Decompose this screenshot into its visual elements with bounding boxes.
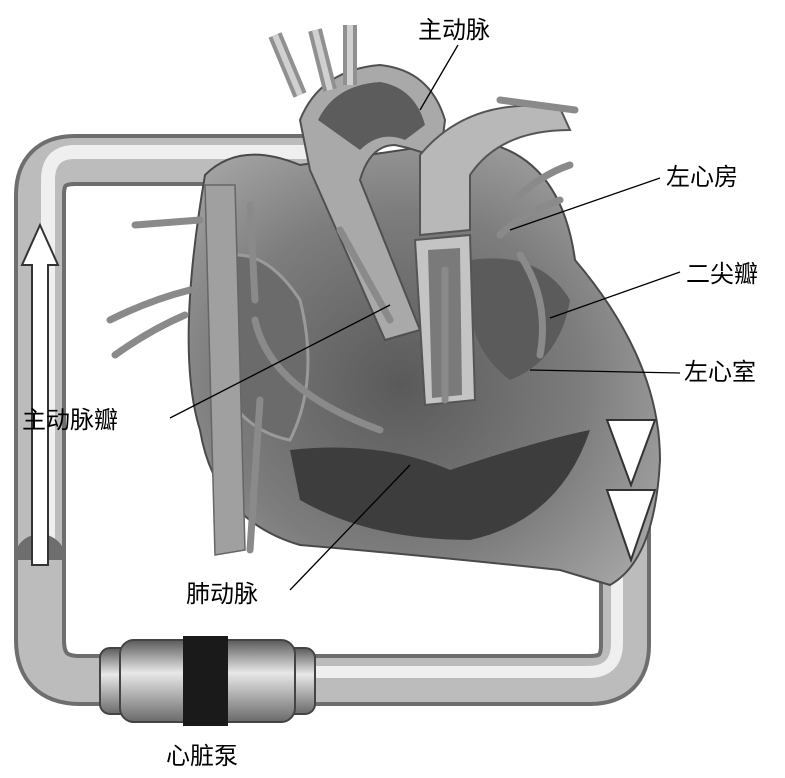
heart-pump-device [99,636,316,726]
label-aorta: 主动脉 [418,16,490,44]
arrow-up-icon [20,222,60,566]
circulation-tube [14,134,651,706]
blood-flow-arrows [106,96,579,554]
arrow-down-icon [605,419,657,564]
label-left-atrium: 左心房 [666,163,738,191]
label-pulmonary-artery: 肺动脉 [186,580,258,608]
leader-lines [169,44,681,591]
label-aortic-valve: 主动脉瓣 [22,406,118,434]
aorta-vessel [268,25,447,342]
label-left-ventricle: 左心室 [684,358,756,386]
label-heart-pump: 心脏泵 [166,742,238,770]
label-mitral-valve: 二尖瓣 [686,260,758,288]
